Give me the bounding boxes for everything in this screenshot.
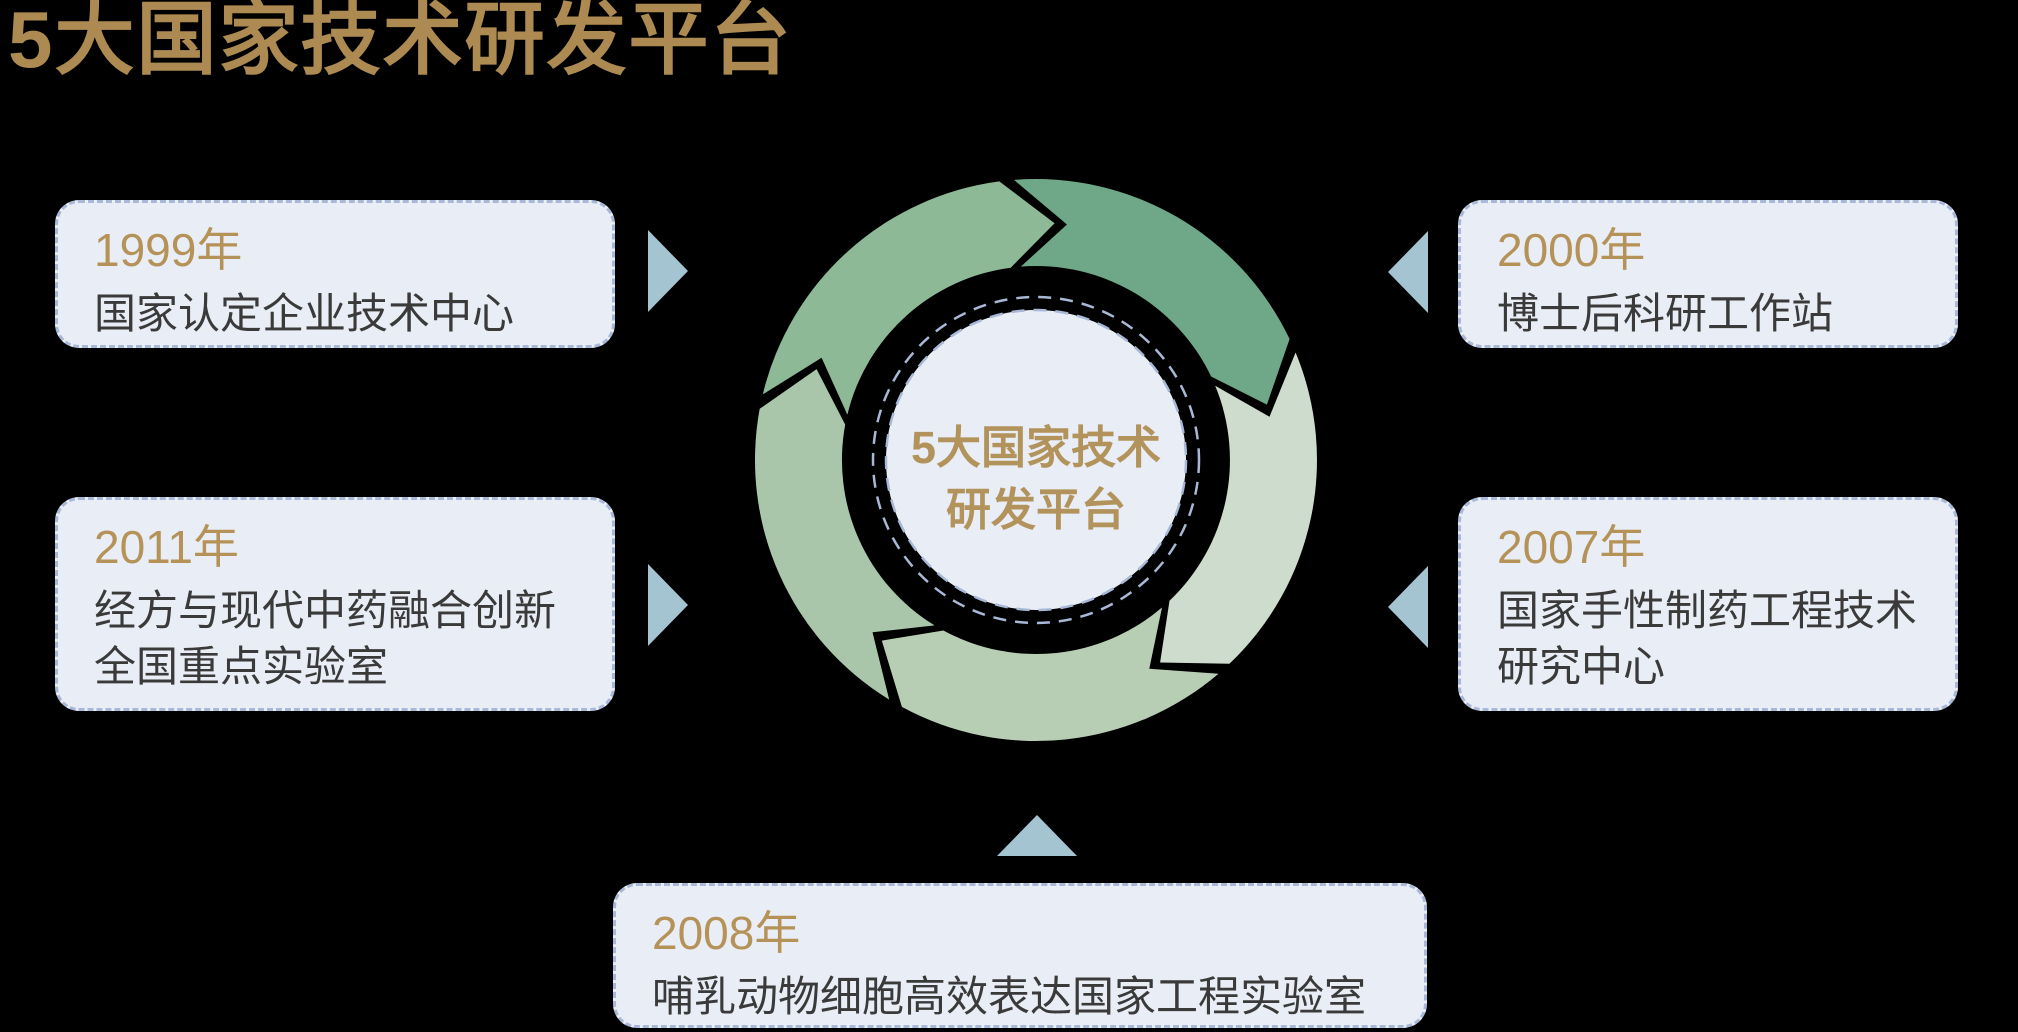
arrow-up-icon [997, 815, 1077, 856]
center-label: 5大国家技术 研发平台 [836, 417, 1236, 541]
cycle-ring [754, 179, 1317, 741]
platform-card-1999: 1999年 国家认定企业技术中心 [55, 200, 615, 348]
platform-card-2000: 2000年 博士后科研工作站 [1458, 200, 1958, 348]
arrow-right-icon [648, 564, 688, 646]
cycle-segment-1 [1014, 179, 1290, 405]
platform-description: 经方与现代中药融合创新 全国重点实验室 [94, 587, 557, 690]
arrow-left-icon [1388, 231, 1428, 313]
platform-card-2011: 2011年 经方与现代中药融合创新 全国重点实验室 [55, 497, 615, 711]
cycle-segment-2 [1160, 352, 1317, 664]
center-circle [884, 308, 1188, 612]
cycle-segment-4 [754, 369, 935, 700]
platform-card-2008: 2008年 哺乳动物细胞高效表达国家工程实验室 [613, 883, 1427, 1028]
arrow-left-icon [1388, 566, 1428, 648]
platform-description: 博士后科研工作站 [1497, 290, 1834, 338]
center-label-line1: 5大国家技术 [910, 422, 1162, 473]
cycle-segment-5 [762, 181, 1055, 415]
platform-year: 1999年 [94, 224, 243, 276]
page-title: 5大国家技术研发平台 [8, 0, 793, 84]
platform-year: 2008年 [652, 907, 801, 959]
platform-description: 哺乳动物细胞高效表达国家工程实验室 [652, 973, 1367, 1021]
platform-year: 2007年 [1497, 521, 1646, 573]
platform-card-2007: 2007年 国家手性制药工程技术 研究中心 [1458, 497, 1958, 711]
center-label-line2: 研发平台 [945, 484, 1126, 535]
platform-year: 2011年 [94, 521, 239, 573]
platform-description: 国家认定企业技术中心 [94, 290, 515, 338]
platform-description: 国家手性制药工程技术 研究中心 [1497, 587, 1918, 690]
center-outer-dashed-circle [871, 295, 1201, 625]
cycle-segment-3 [881, 607, 1219, 741]
platform-year: 2000年 [1497, 224, 1646, 276]
arrow-right-icon [648, 230, 688, 312]
